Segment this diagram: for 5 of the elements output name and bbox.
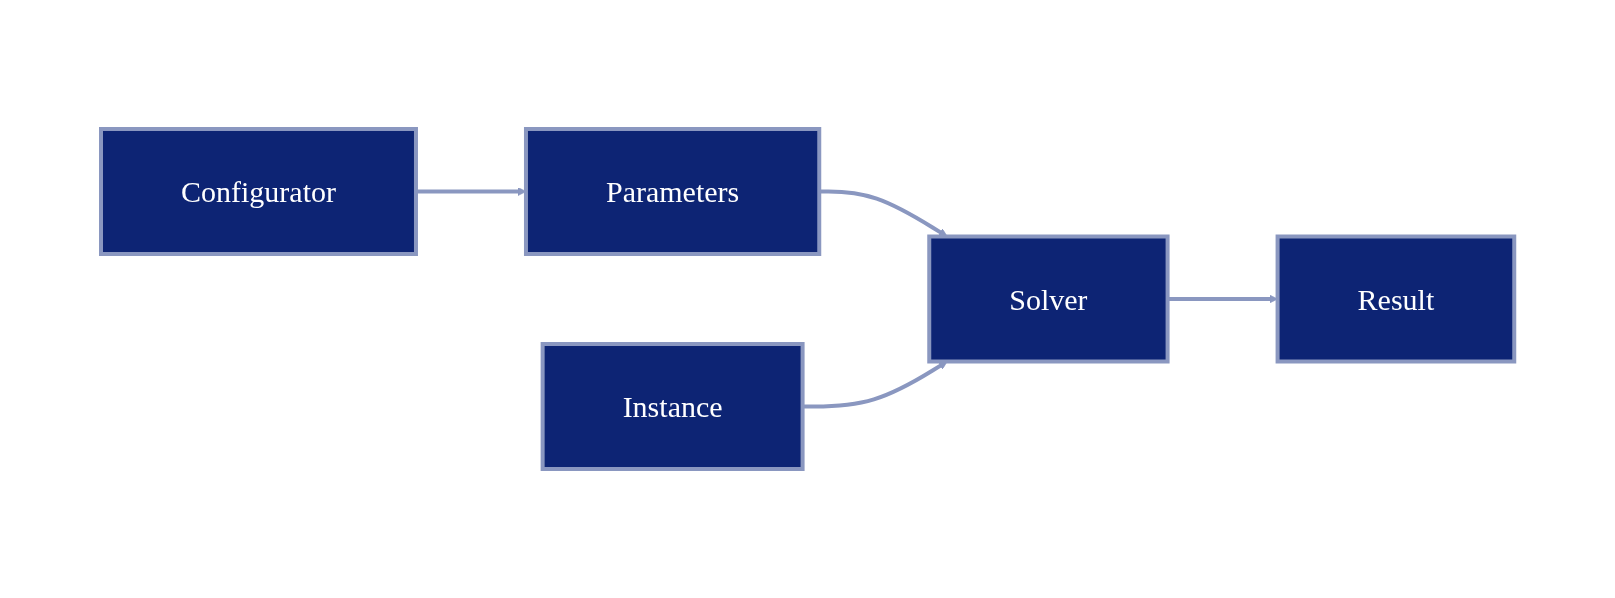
node-box: Parameters: [523, 127, 822, 256]
node-box: Configurator: [98, 127, 418, 256]
node-box: Result: [1275, 234, 1517, 364]
node-box: Instance: [540, 342, 805, 471]
node-box: Solver: [927, 234, 1170, 364]
